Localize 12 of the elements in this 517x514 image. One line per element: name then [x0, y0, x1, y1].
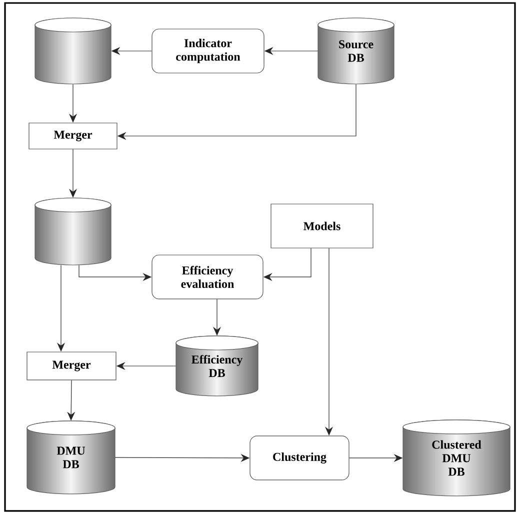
process-box: Clustering: [250, 436, 350, 480]
database-cylinder: [34, 18, 112, 84]
process-box: Models: [270, 204, 374, 248]
process-box: Merger: [26, 352, 116, 380]
database-cylinder: Source DB: [318, 18, 394, 84]
database-cylinder: [34, 198, 112, 266]
database-cylinder: Clustered DMU DB: [402, 420, 510, 496]
process-box: Merger: [28, 122, 118, 150]
database-cylinder: Efficiency DB: [176, 336, 258, 396]
database-cylinder: DMU DB: [26, 420, 116, 494]
process-box: Indicator computation: [152, 28, 264, 74]
process-box: Efficiency evaluation: [152, 254, 264, 300]
